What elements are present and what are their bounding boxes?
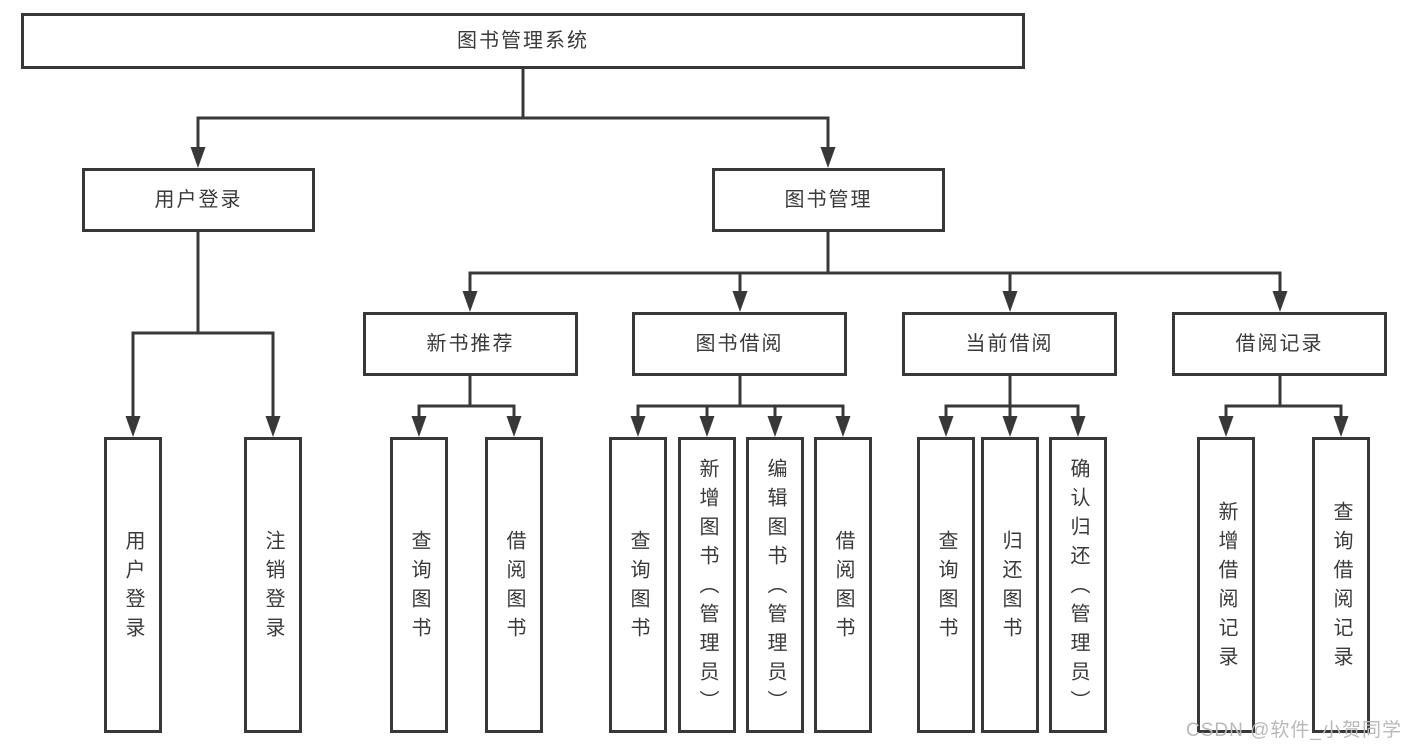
leaf-add-books-admin: 新增图书（管理员） bbox=[678, 437, 736, 733]
arrowhead bbox=[1070, 416, 1086, 437]
leaf-user-login: 用户登录 bbox=[104, 437, 162, 733]
node-user-login: 用户登录 bbox=[82, 168, 315, 232]
leaf-query-books-current: 查询图书 bbox=[917, 437, 975, 733]
arrowhead bbox=[938, 416, 954, 437]
node-book-borrow: 图书借阅 bbox=[632, 312, 847, 376]
csdn-watermark: CSDN @软件_小贺同学 bbox=[1186, 720, 1402, 741]
leaf-confirm-return-admin: 确认归还（管理员） bbox=[1049, 437, 1107, 733]
leaf-borrow-books: 借阅图书 bbox=[814, 437, 872, 733]
arrowhead bbox=[125, 416, 141, 437]
arrowhead bbox=[732, 291, 748, 312]
leaf-query-books-borrow: 查询图书 bbox=[609, 437, 667, 733]
arrowhead bbox=[190, 147, 206, 168]
arrowheads bbox=[125, 147, 1349, 437]
arrowhead bbox=[699, 416, 715, 437]
arrowhead bbox=[506, 416, 522, 437]
leaf-edit-books-admin: 编辑图书（管理员） bbox=[746, 437, 804, 733]
node-book-management: 图书管理 bbox=[712, 168, 945, 232]
arrowhead bbox=[1002, 416, 1018, 437]
node-borrow-record: 借阅记录 bbox=[1172, 312, 1387, 376]
arrowhead bbox=[767, 416, 783, 437]
leaf-query-borrow-record: 查询借阅记录 bbox=[1312, 437, 1370, 733]
leaf-logout: 注销登录 bbox=[244, 437, 302, 733]
leaf-add-borrow-record: 新增借阅记录 bbox=[1197, 437, 1255, 733]
arrowhead bbox=[835, 416, 851, 437]
arrowhead bbox=[462, 291, 478, 312]
arrowhead bbox=[1218, 416, 1234, 437]
arrowhead bbox=[820, 147, 836, 168]
arrowhead bbox=[630, 416, 646, 437]
arrowhead bbox=[1333, 416, 1349, 437]
tree-edges bbox=[131, 69, 1343, 419]
leaf-borrow-books-recommend: 借阅图书 bbox=[485, 437, 543, 733]
arrowhead bbox=[1272, 291, 1288, 312]
leaf-query-books-recommend: 查询图书 bbox=[390, 437, 448, 733]
arrowhead bbox=[1002, 291, 1018, 312]
arrowhead bbox=[411, 416, 427, 437]
node-root-library-system: 图书管理系统 bbox=[21, 13, 1025, 69]
node-current-borrow: 当前借阅 bbox=[902, 312, 1117, 376]
leaf-return-books: 归还图书 bbox=[981, 437, 1039, 733]
node-new-book-recommend: 新书推荐 bbox=[363, 312, 578, 376]
arrowhead bbox=[265, 416, 281, 437]
